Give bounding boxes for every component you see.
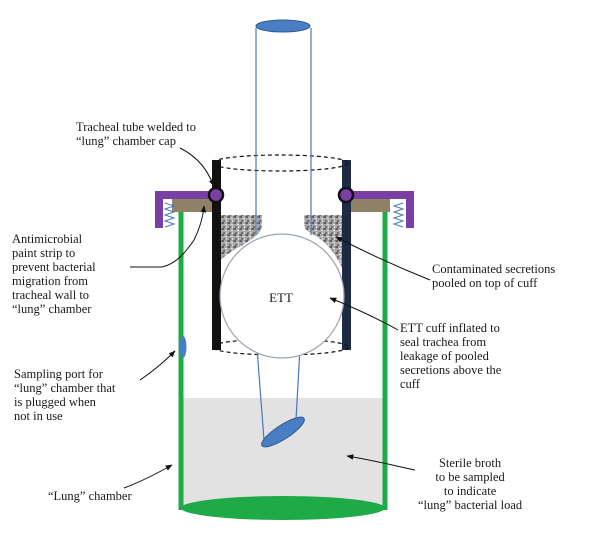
trachea-wall-left	[212, 160, 221, 350]
trachea-bottom-outline	[211, 338, 349, 356]
label-tube-welded: Tracheal tube welded to “lung” chamber c…	[76, 120, 196, 148]
ett-tube-top-opening	[255, 19, 311, 33]
label-sterile-broth: Sterile broth to be sampled to indicate …	[418, 456, 523, 512]
arrow-sampling-port	[139, 350, 176, 381]
ett-tip-left	[256, 347, 265, 441]
label-contaminated-secretions: Contaminated secretions pooled on top of…	[432, 262, 556, 290]
cap-seal-left	[163, 202, 176, 228]
trachea-top-outline	[211, 154, 349, 172]
label-sampling-port: Sampling port for “lung” chamber that is…	[14, 367, 116, 423]
pooled-secretions-left	[220, 215, 262, 260]
arrow-sterile-broth	[346, 454, 416, 471]
lung-chamber-bottom	[181, 496, 385, 520]
sterile-broth	[183, 398, 384, 508]
sampling-port	[179, 336, 187, 358]
antimicrobial-paint-strip-right	[350, 199, 390, 212]
antimicrobial-paint-strip-left	[172, 199, 212, 212]
label-antimicrobial-strip: Antimicrobial paint strip to prevent bac…	[12, 232, 96, 316]
ett-tip-opening	[261, 416, 305, 448]
arrow-cuff	[329, 297, 399, 331]
arrow-tube-welded	[179, 147, 215, 187]
label-ett-cuff: ETT cuff inflated to seal trachea from l…	[400, 321, 502, 391]
arrow-lung-chamber	[123, 464, 173, 489]
label-lung-chamber: “Lung” chamber	[48, 489, 132, 503]
trachea-wall-right	[342, 160, 351, 350]
tube-weld-right	[337, 186, 355, 204]
pooled-secretions-right	[304, 215, 342, 268]
arrow-contaminated	[335, 236, 431, 281]
arrow-antimicrobial	[130, 205, 207, 268]
ett-tip-right	[295, 347, 301, 421]
cap-seal-right	[392, 202, 405, 228]
tube-weld-left	[207, 186, 225, 204]
ett-cuff	[219, 233, 345, 359]
ett-label: ETT	[269, 290, 293, 305]
